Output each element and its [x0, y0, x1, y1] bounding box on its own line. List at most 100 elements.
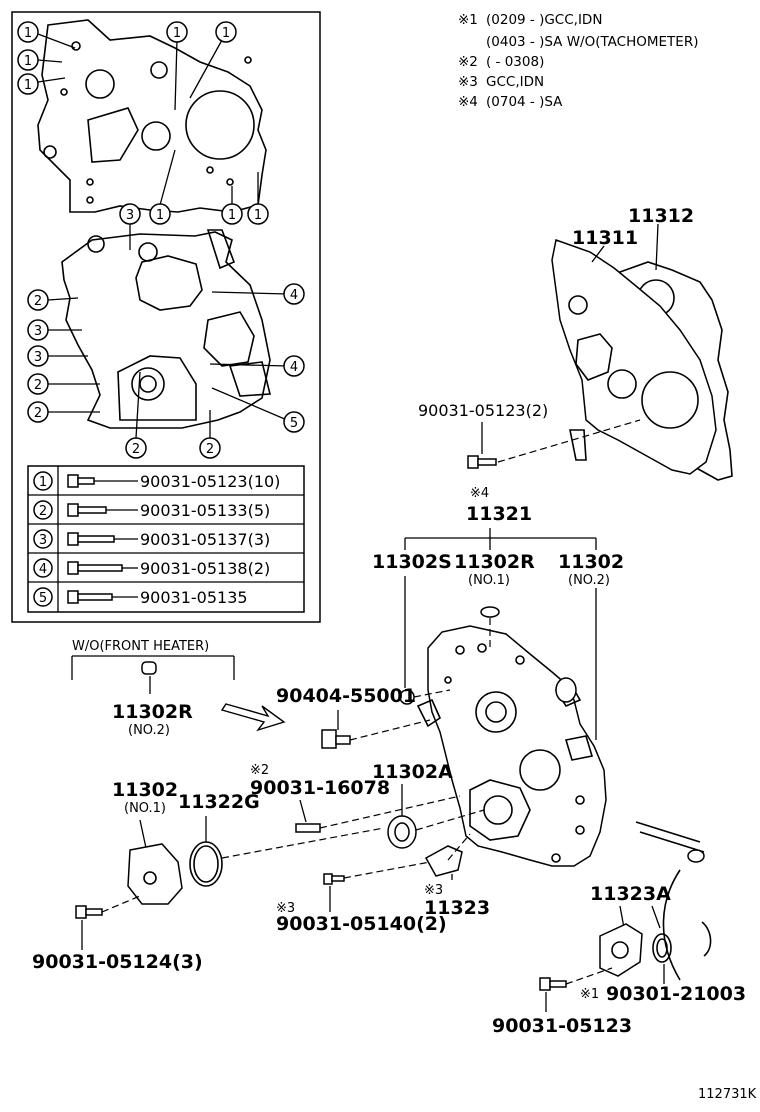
label-11321: 11321 [466, 503, 532, 525]
note-mark-2: ※2 [458, 54, 478, 70]
note-text-3: GCC,IDN [486, 74, 544, 90]
bolt-part-number: 90031-05135 [140, 588, 248, 607]
svg-text:2: 2 [206, 442, 214, 457]
svg-text:5: 5 [39, 591, 47, 606]
bolt-part-number: 90031-05137(3) [140, 530, 270, 549]
label-11302S: 11302S [372, 551, 452, 573]
svg-text:1: 1 [228, 208, 236, 223]
label-90031-05123: 90031-05123 [492, 1015, 632, 1037]
callout: 1 [149, 203, 171, 225]
svg-text:1: 1 [156, 208, 164, 223]
callout: 4 [283, 355, 305, 377]
svg-text:2: 2 [39, 504, 47, 519]
note-text-1: (0209 - )GCC,IDN [486, 12, 602, 28]
label-90404-55001: 90404-55001 [276, 685, 416, 707]
callout: 1 [17, 73, 39, 95]
svg-text:4: 4 [290, 288, 298, 303]
svg-text:3: 3 [126, 208, 134, 223]
label-11302R-left-no2: (NO.2) [128, 723, 170, 738]
callout: 2 [27, 289, 49, 311]
svg-text:1: 1 [24, 54, 32, 69]
note-text-1b: (0403 - )SA W/O(TACHOMETER) [486, 34, 698, 50]
fitting-icon [321, 729, 351, 749]
inset-callouts: 1 1 1 1 1 1 1 1 1 3 2 3 3 2 2 2 2 4 4 5 [17, 21, 305, 459]
mark-3b: ※3 [276, 901, 295, 916]
callout: 1 [17, 49, 39, 71]
label-11311: 11311 [572, 227, 638, 249]
label-11302R-left: 11302R [112, 701, 193, 723]
svg-text:3: 3 [34, 350, 42, 365]
callout: 1 [17, 21, 39, 43]
svg-text:4: 4 [290, 360, 298, 375]
callout: 1 [166, 21, 188, 43]
note-mark-3: ※3 [458, 74, 478, 90]
label-90031-05124-3: 90031-05124(3) [32, 951, 203, 973]
bolt-part-number: 90031-05123(10) [140, 472, 280, 491]
svg-text:1: 1 [39, 475, 47, 490]
oil-seal-icon [387, 815, 417, 849]
stud-icon [295, 823, 321, 833]
label-11302-no2: (NO.2) [568, 573, 610, 588]
label-90031-16078: 90031-16078 [250, 777, 390, 799]
callout: 1 [247, 203, 269, 225]
label-11302-left: 11302 [112, 779, 178, 801]
note-mark-4: ※4 [458, 94, 478, 110]
svg-text:1: 1 [173, 26, 181, 41]
bolt-table-row: 4 90031-05138(2) [33, 558, 270, 578]
label-90031-05123-2: 90031-05123(2) [418, 401, 548, 420]
note-text-4: (0704 - )SA [486, 94, 563, 110]
label-11322G: 11322G [178, 791, 260, 813]
svg-text:2: 2 [132, 442, 140, 457]
label-11323A: 11323A [590, 883, 671, 905]
mark-4: ※4 [470, 486, 489, 501]
callout: 2 [27, 401, 49, 423]
svg-text:1: 1 [24, 26, 32, 41]
callout: 1 [215, 21, 237, 43]
label-11302: 11302 [558, 551, 624, 573]
direction-arrow-icon [220, 703, 286, 732]
bolt-icon [539, 977, 567, 991]
callout: 2 [199, 437, 221, 459]
bolt-table-row: 2 90031-05133(5) [33, 500, 270, 520]
svg-text:4: 4 [39, 562, 47, 577]
inset-bolt-locations: 1 1 1 1 1 1 1 1 1 3 2 3 3 2 2 2 2 4 4 5 [11, 11, 321, 623]
note-text-2: ( - 0308) [486, 54, 544, 70]
applicability-notes: ※1 (0209 - )GCC,IDN (0403 - )SA W/O(TACH… [458, 12, 698, 110]
bolt-table-row: 1 90031-05123(10) [33, 471, 280, 491]
bolt-part-number: 90031-05138(2) [140, 559, 270, 578]
svg-text:1: 1 [254, 208, 262, 223]
callout: 2 [27, 373, 49, 395]
cover-gasket-icon [424, 845, 463, 877]
bolt-table: 1 90031-05123(10) 2 90031-05133(5) 3 900… [27, 465, 305, 613]
bolt-icon [75, 905, 103, 919]
callout: 3 [119, 203, 141, 225]
label-wo-front-heater: W/O(FRONT HEATER) [72, 639, 209, 654]
o-ring-icon [652, 933, 672, 963]
svg-text:2: 2 [34, 294, 42, 309]
label-11302A: 11302A [372, 761, 453, 783]
callout: 3 [27, 319, 49, 341]
svg-text:1: 1 [222, 26, 230, 41]
callout: 5 [283, 411, 305, 433]
label-11323: 11323 [424, 897, 490, 919]
label-11312: 11312 [628, 205, 694, 227]
svg-text:3: 3 [34, 324, 42, 339]
label-90031-05140-2: 90031-05140(2) [276, 913, 447, 935]
engine-block-outline [635, 821, 712, 981]
callout: 3 [27, 345, 49, 367]
svg-text:3: 3 [39, 533, 47, 548]
cover-plate-icon [599, 923, 643, 977]
mark-2: ※2 [250, 763, 269, 778]
bolt-table-row: 3 90031-05137(3) [33, 529, 270, 549]
label-90301-21003: 90301-21003 [606, 983, 746, 1005]
label-11302R-no1: (NO.1) [468, 573, 510, 588]
bolt-icon [323, 873, 345, 885]
bolt-part-number: 90031-05133(5) [140, 501, 270, 520]
svg-text:2: 2 [34, 406, 42, 421]
callout: 1 [221, 203, 243, 225]
mark-1: ※1 [580, 987, 599, 1002]
svg-text:1: 1 [24, 78, 32, 93]
plug-icon [141, 661, 157, 675]
bolt-table-row: 5 90031-05135 [33, 587, 248, 607]
